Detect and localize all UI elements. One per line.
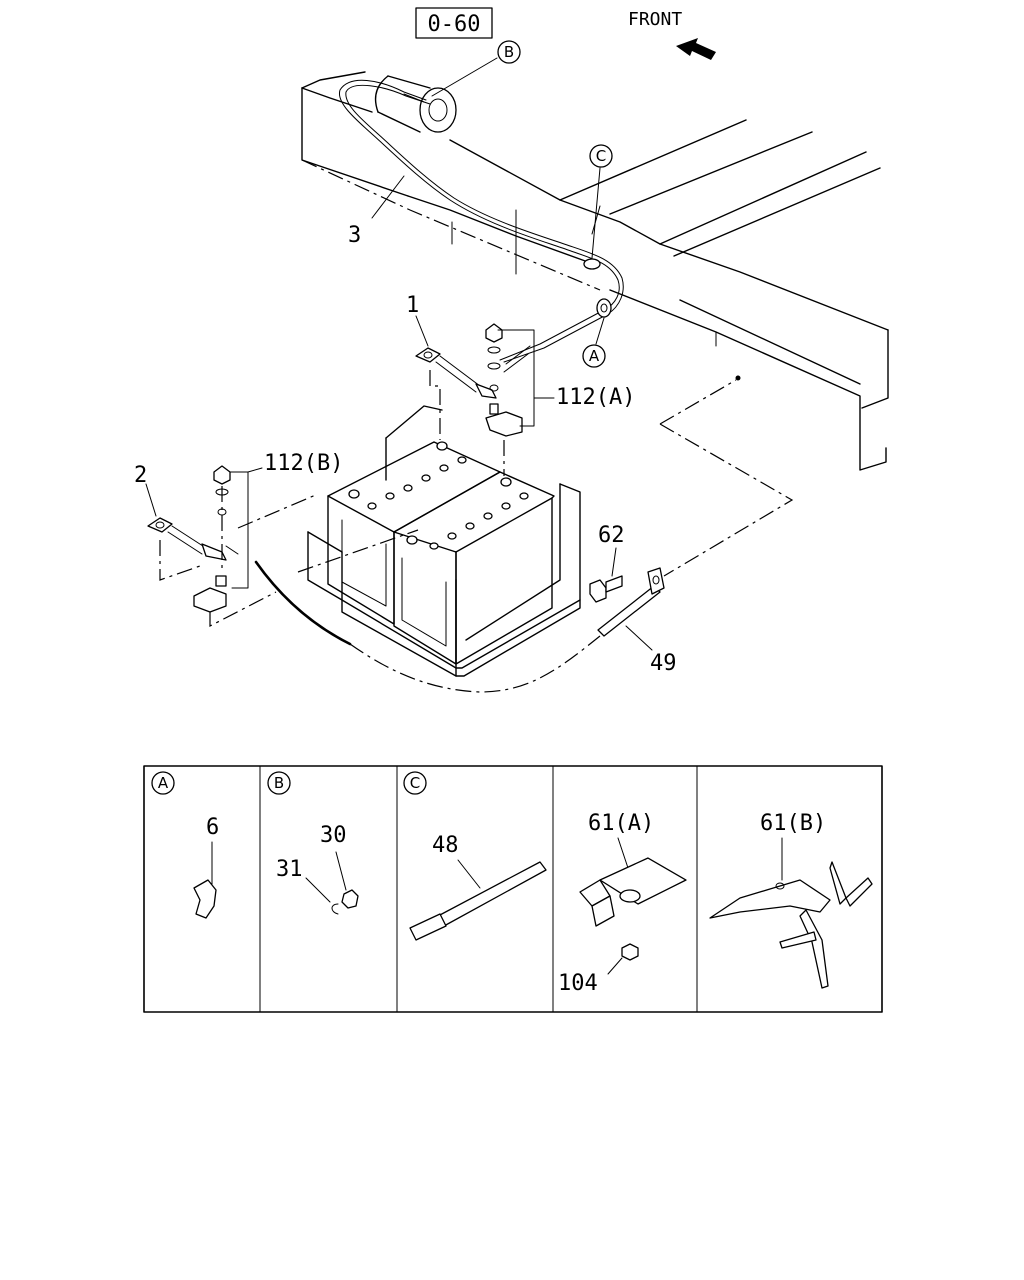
panel-a-marker: A bbox=[151, 771, 175, 795]
frame-rail bbox=[301, 71, 889, 471]
callout-61a[interactable]: 61(A) bbox=[588, 811, 654, 836]
ref-b-marker[interactable]: B bbox=[497, 40, 521, 64]
panel-b-marker: B bbox=[267, 771, 291, 795]
callout-48[interactable]: 48 bbox=[432, 833, 459, 858]
svg-text:B: B bbox=[274, 774, 284, 792]
starter-motor-terminal bbox=[374, 75, 457, 133]
callout-2[interactable]: 2 bbox=[134, 463, 147, 488]
fastener-stack-112a[interactable] bbox=[485, 323, 531, 437]
part-31-washer[interactable] bbox=[331, 903, 339, 915]
battery-left bbox=[327, 441, 501, 625]
svg-text:A: A bbox=[589, 347, 600, 365]
fastener-stack-112b[interactable] bbox=[193, 465, 231, 613]
part-30-nut[interactable] bbox=[341, 889, 359, 909]
battery-right bbox=[393, 471, 555, 665]
cable-3[interactable] bbox=[338, 79, 620, 361]
detail-panel-61b: 61(B) bbox=[709, 811, 873, 989]
svg-text:C: C bbox=[596, 147, 606, 165]
part-48-cable-tie[interactable] bbox=[409, 861, 547, 941]
battery-cell-caps bbox=[348, 441, 529, 550]
panel-c-marker: C bbox=[403, 771, 427, 795]
ref-c-marker[interactable]: C bbox=[589, 144, 613, 168]
ref-a-marker[interactable]: A bbox=[582, 344, 606, 368]
reference-box-label: 0-60 bbox=[428, 12, 481, 37]
svg-text:C: C bbox=[410, 774, 420, 792]
front-arrow-icon bbox=[676, 38, 716, 60]
callout-49[interactable]: 49 bbox=[650, 651, 677, 676]
callout-30[interactable]: 30 bbox=[320, 823, 347, 848]
detail-panel-b: B 30 31 bbox=[267, 771, 359, 915]
svg-text:B: B bbox=[504, 43, 514, 61]
part-61b-bracket[interactable] bbox=[709, 861, 873, 989]
detail-panel-table bbox=[143, 765, 883, 1013]
callout-112a[interactable]: 112(A) bbox=[556, 385, 635, 410]
callout-104[interactable]: 104 bbox=[558, 971, 598, 996]
cable-clamp-a[interactable] bbox=[596, 298, 612, 318]
bracket-49[interactable] bbox=[597, 567, 665, 637]
callout-112b[interactable]: 112(B) bbox=[264, 451, 343, 476]
svg-text:A: A bbox=[158, 774, 169, 792]
detail-panel-a: A 6 bbox=[151, 771, 219, 919]
bolt-62[interactable] bbox=[589, 575, 623, 603]
detail-panel-c: C 48 bbox=[403, 771, 547, 941]
reference-box[interactable]: 0-60 bbox=[415, 7, 493, 39]
part-104-nut[interactable] bbox=[621, 943, 639, 961]
part-61a-bracket[interactable] bbox=[579, 857, 687, 927]
callout-61b[interactable]: 61(B) bbox=[760, 811, 826, 836]
callout-6[interactable]: 6 bbox=[206, 815, 219, 840]
callout-31[interactable]: 31 bbox=[276, 857, 303, 882]
battery-cable-2[interactable] bbox=[147, 517, 239, 561]
part-6-clamp[interactable] bbox=[193, 879, 217, 919]
callout-62[interactable]: 62 bbox=[598, 523, 625, 548]
callout-1[interactable]: 1 bbox=[406, 293, 419, 318]
callout-3[interactable]: 3 bbox=[348, 223, 361, 248]
cable-clip-c[interactable] bbox=[583, 258, 601, 270]
detail-panel-61a: 61(A) 104 bbox=[558, 811, 687, 996]
front-label: FRONT bbox=[628, 9, 682, 30]
battery-cable-1[interactable] bbox=[415, 347, 497, 399]
